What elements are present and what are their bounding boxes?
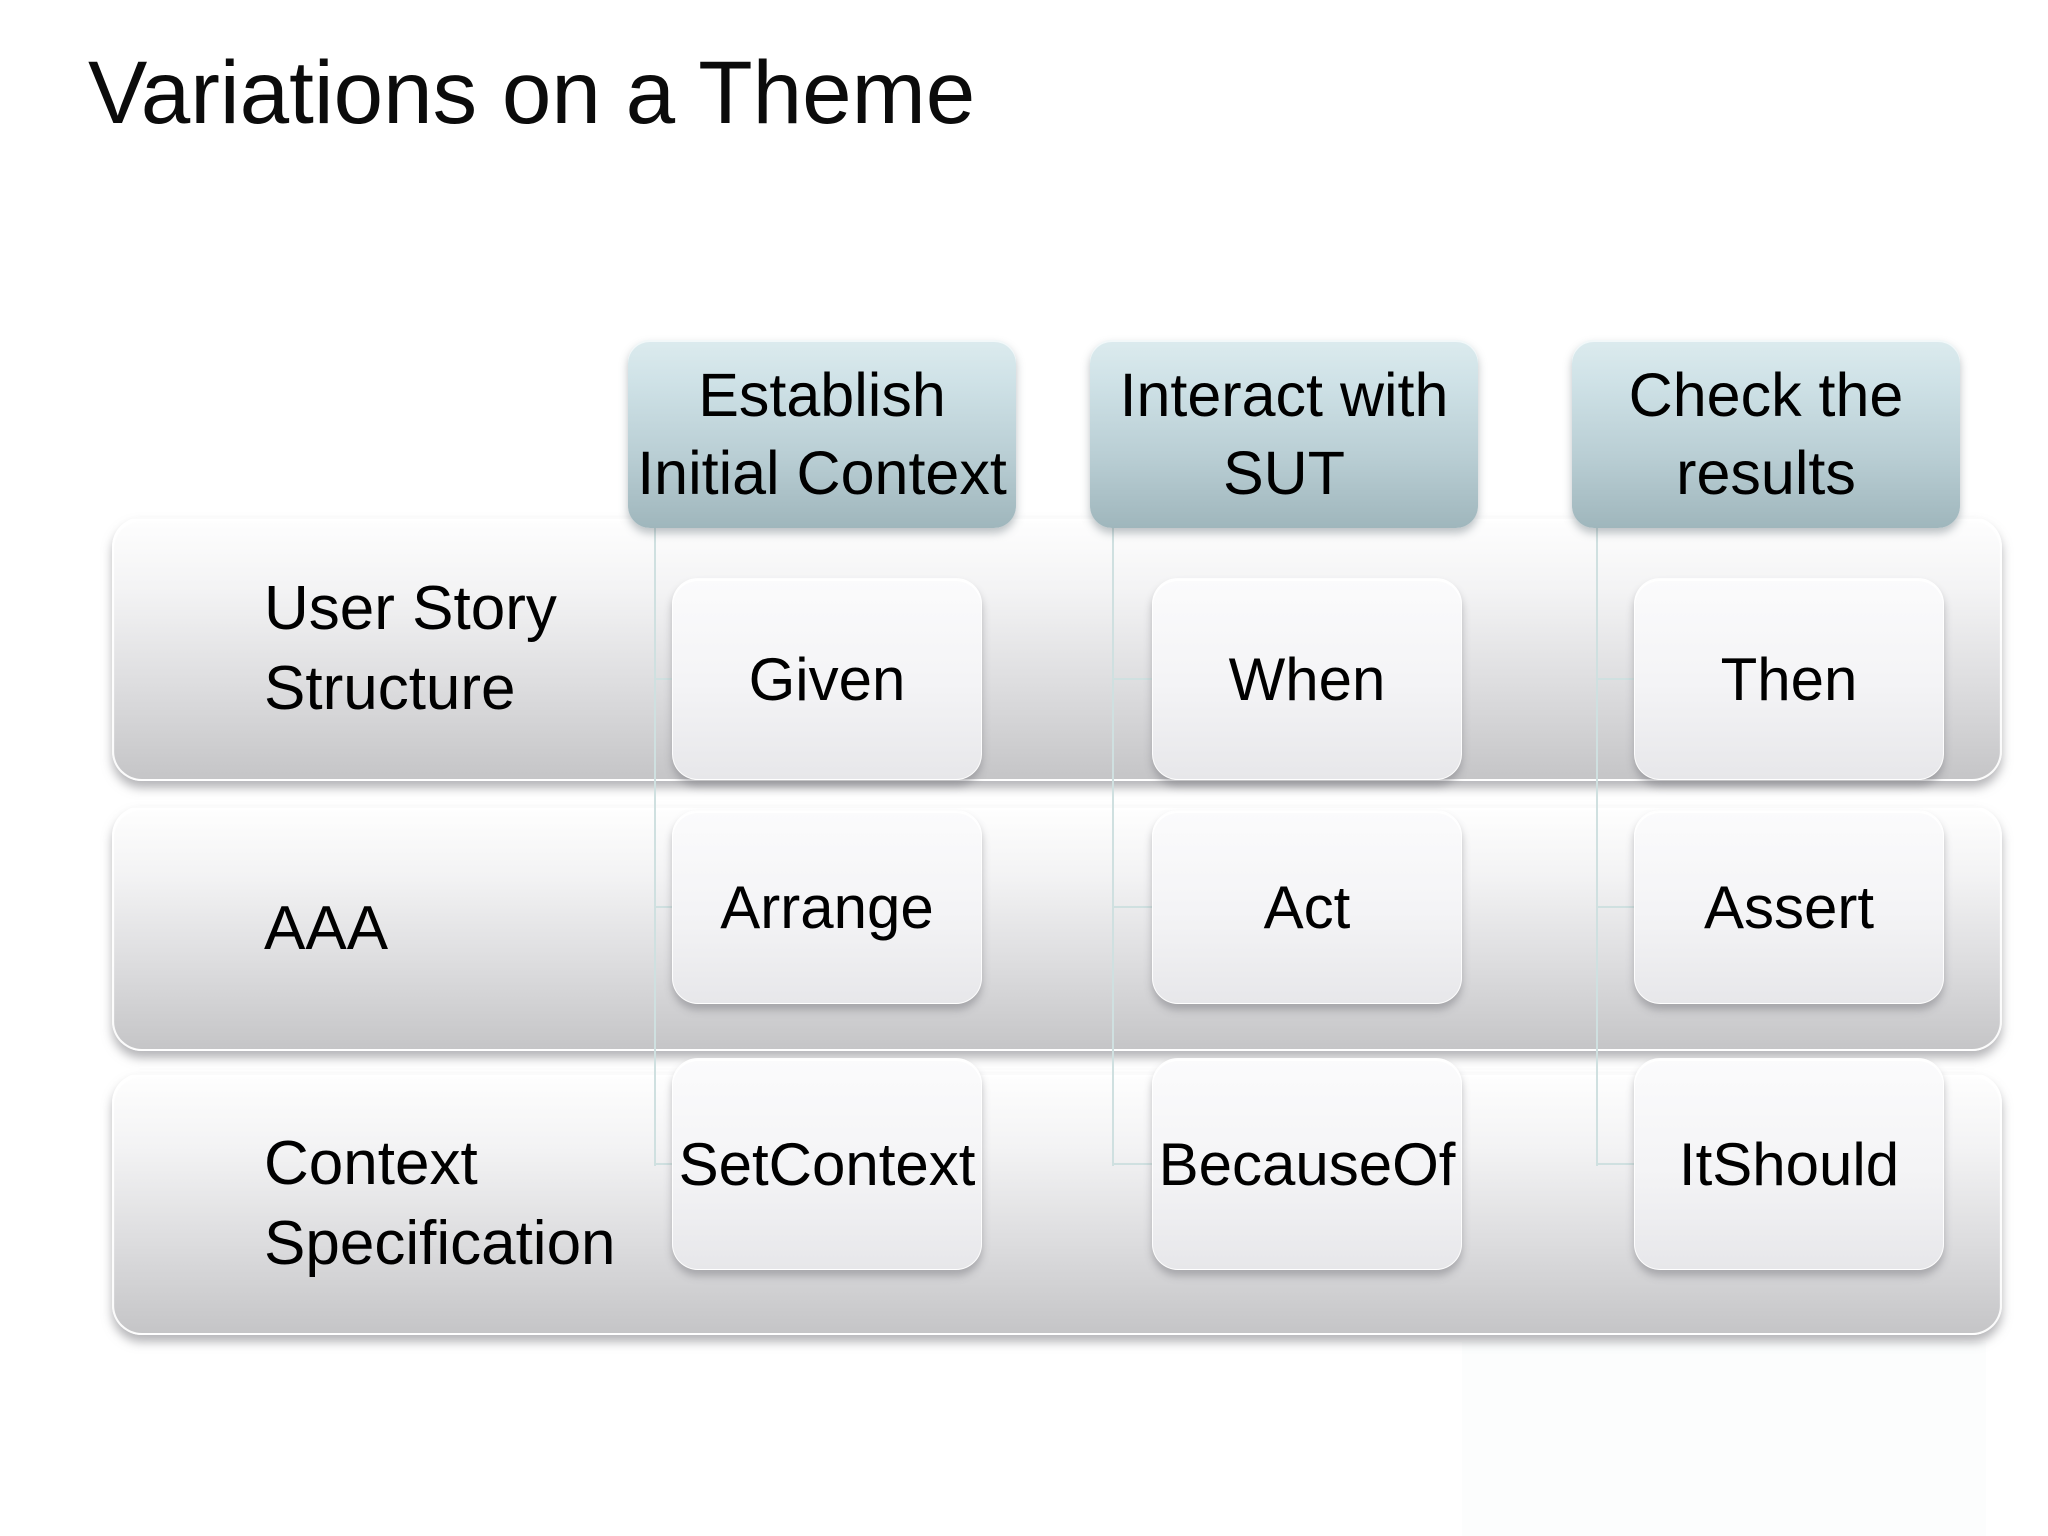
ghost-panel — [1462, 1342, 1986, 1536]
column-header-line: results — [1676, 439, 1856, 507]
cell-becauseof: BecauseOf — [1152, 1058, 1462, 1270]
cell-assert: Assert — [1634, 810, 1944, 1004]
connector-stub — [1112, 1163, 1152, 1165]
column-header-line: SUT — [1222, 439, 1345, 507]
connector-stub — [654, 678, 672, 680]
column-header-line: Interact with — [1119, 361, 1449, 429]
cell-setcontext: SetContext — [672, 1058, 982, 1270]
connector-stub — [654, 906, 672, 908]
column-header-line: Establish — [698, 361, 946, 429]
row-label-line: User Story — [264, 574, 557, 643]
row-label-context-specification: Context Specification — [264, 1124, 616, 1284]
row-label-line: Context — [264, 1129, 478, 1198]
column-header-establish-initial-context: Establish Initial Context — [628, 340, 1016, 528]
connector-stub — [1112, 906, 1152, 908]
connector-stub — [1596, 678, 1634, 680]
cell-itshould: ItShould — [1634, 1058, 1944, 1270]
row-label-aaa: AAA — [264, 889, 388, 969]
column-header-line: Initial Context — [637, 439, 1007, 507]
cell-arrange: Arrange — [672, 810, 982, 1004]
connector-stub — [1596, 1163, 1634, 1165]
column-header-line: Check the — [1628, 361, 1904, 429]
slide-title: Variations on a Theme — [88, 42, 976, 142]
column-header-check-the-results: Check the results — [1572, 340, 1960, 528]
connector-line-column-1 — [654, 528, 656, 1166]
connector-stub — [654, 1163, 672, 1165]
connector-stub — [1596, 906, 1634, 908]
row-label-line: AAA — [264, 893, 389, 963]
cell-given: Given — [672, 578, 982, 780]
row-label-user-story-structure: User Story Structure — [264, 569, 557, 729]
cell-when: When — [1152, 578, 1462, 780]
cell-then: Then — [1634, 578, 1944, 780]
connector-stub — [1112, 678, 1152, 680]
column-header-interact-with-sut: Interact with SUT — [1090, 340, 1478, 528]
cell-act: Act — [1152, 810, 1462, 1004]
row-label-line: Specification — [264, 1209, 616, 1278]
row-label-line: Structure — [264, 654, 516, 723]
connector-line-column-3 — [1596, 528, 1598, 1166]
connector-line-column-2 — [1112, 528, 1114, 1166]
